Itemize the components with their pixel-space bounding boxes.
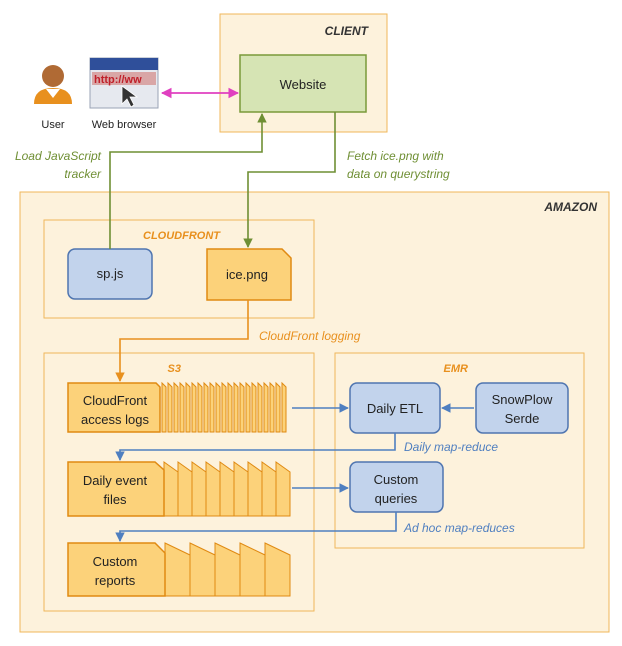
website-node[interactable] [239, 54, 367, 113]
fetch-icepng-arrow [243, 112, 336, 248]
web-browser-label: Web browser [92, 119, 157, 131]
load-tracker-arrow [109, 113, 267, 249]
load-tracker-label-line1: Load JavaScript [15, 149, 102, 163]
custom-reports-label-line2: reports [95, 573, 136, 588]
web-browser-icon: http://ww [89, 57, 159, 109]
custom-queries-label-line1: Custom [374, 472, 419, 487]
ad-hoc-map-reduces-label: Ad hoc map-reduces [403, 521, 515, 535]
website-label: Website [280, 77, 327, 92]
daily-map-reduce-label: Daily map-reduce [404, 440, 498, 454]
custom-reports-stack[interactable] [67, 542, 291, 597]
user-icon [34, 65, 72, 104]
cloudfront-logs-label-line2: access logs [81, 412, 149, 427]
daily-etl-label: Daily ETL [367, 401, 423, 416]
load-tracker-label-line2: tracker [64, 167, 102, 181]
daily-event-files-label-line1: Daily event [83, 473, 148, 488]
custom-reports-label-line1: Custom [93, 554, 138, 569]
user-label: User [41, 119, 65, 131]
spjs-label: sp.js [97, 266, 124, 281]
cloudfront-logs-stack[interactable] [67, 381, 287, 433]
cloudfront-logging-arrow [115, 300, 249, 382]
daily-event-files-stack[interactable] [67, 461, 291, 517]
s3-section-title: S3 [168, 363, 181, 375]
amazon-section-title: AMAZON [543, 200, 597, 214]
client-section-title: CLIENT [325, 24, 370, 38]
icepng-node[interactable] [206, 248, 292, 301]
cloudfront-section-title: CLOUDFRONT [143, 230, 221, 242]
snowplow-serde-label-line1: SnowPlow [492, 392, 553, 407]
emr-section-title: EMR [444, 363, 469, 375]
fetch-label-line1: Fetch ice.png with [347, 149, 444, 163]
custom-queries-label-line2: queries [375, 491, 418, 506]
snowplow-serde-label-line2: Serde [505, 411, 540, 426]
daily-event-files-label-line2: files [103, 492, 127, 507]
cloudfront-logging-label: CloudFront logging [259, 329, 361, 343]
etl-to-daily-events-arrow [115, 433, 396, 461]
snowplow-serde-node[interactable] [475, 382, 569, 434]
icepng-label: ice.png [226, 267, 268, 282]
fetch-label-line2: data on querystring [347, 167, 450, 181]
queries-to-reports-arrow [115, 512, 397, 542]
cloudfront-logs-label-line1: CloudFront [83, 393, 148, 408]
browser-url-text: http://ww [94, 74, 142, 86]
